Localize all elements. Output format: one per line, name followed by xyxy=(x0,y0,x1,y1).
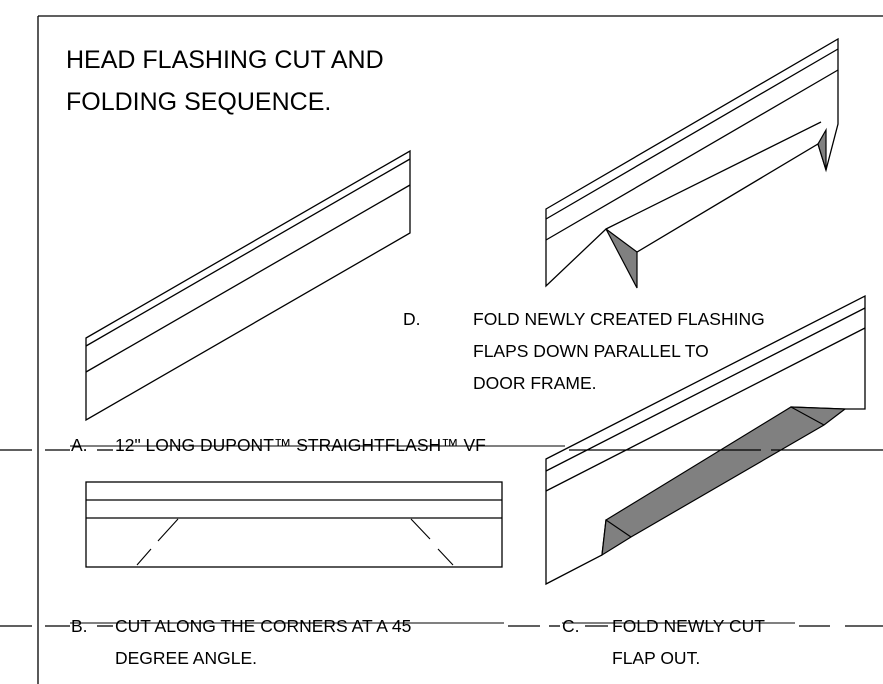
figure-a-flashing-strip xyxy=(85,149,411,422)
step-c-letter: C. xyxy=(562,616,580,636)
page-frame xyxy=(37,15,883,684)
step-b-line-1: CUT ALONG THE CORNERS AT A 45 xyxy=(115,616,411,636)
step-d-line-3: DOOR FRAME. xyxy=(473,373,596,393)
step-d-letter: D. xyxy=(403,309,421,329)
figure-d-folded-flashing xyxy=(545,37,839,289)
step-a-letter: A. xyxy=(71,435,88,455)
step-d-line-1: FOLD NEWLY CREATED FLASHING xyxy=(473,309,765,329)
cut-line-right-upper xyxy=(410,518,431,540)
right-folded-flap xyxy=(817,127,827,171)
label-strike-lines xyxy=(70,445,795,624)
cut-line-left-lower xyxy=(136,548,152,566)
diagram-title-line-1: HEAD FLASHING CUT AND xyxy=(66,46,384,74)
step-d-line-2: FLAPS DOWN PARALLEL TO xyxy=(473,341,709,361)
figure-c-flap-out xyxy=(545,294,866,586)
cut-line-left-upper xyxy=(157,518,179,542)
step-c-line-2: FLAP OUT. xyxy=(612,648,700,668)
step-b-letter: B. xyxy=(71,616,88,636)
step-a-text: 12" LONG DUPONT™ STRAIGHTFLASH™ VF xyxy=(115,435,486,455)
left-folded-flap xyxy=(605,228,638,289)
figure-b-cut-flashing xyxy=(85,481,503,568)
cut-line-right-lower xyxy=(437,548,454,566)
step-c-line-1: FOLD NEWLY CUT xyxy=(612,616,765,636)
step-b-line-2: DEGREE ANGLE. xyxy=(115,648,257,668)
diagram-title-line-2: FOLDING SEQUENCE. xyxy=(66,88,331,116)
